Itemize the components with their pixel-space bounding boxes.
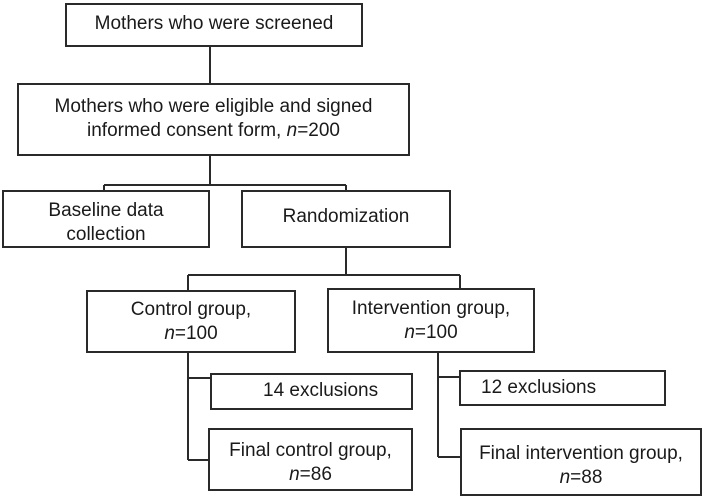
eligible-n-value: =200	[297, 120, 340, 141]
final-intervention-n-value: =88	[570, 467, 603, 488]
final-intervention-n-symbol: n	[559, 467, 571, 488]
final-control-line1: Final control group,	[229, 440, 392, 461]
randomization-box: Randomization	[241, 190, 451, 248]
intervention-line1: Intervention group,	[351, 298, 511, 319]
final-control-box: Final control group, n=86	[208, 428, 413, 491]
baseline-box: Baseline data collection	[2, 190, 210, 248]
control-line1: Control group,	[130, 299, 252, 320]
control-line2: n=100	[88, 322, 294, 346]
control-exclusions-label: 14 exclusions	[263, 380, 379, 401]
baseline-line1: Baseline data	[48, 200, 164, 221]
intervention-n-symbol: n	[404, 322, 415, 343]
final-control-n-value: =86	[299, 464, 332, 485]
intervention-group-box: Intervention group, n=100	[327, 288, 535, 353]
baseline-line2: collection	[66, 224, 146, 245]
eligible-box: Mothers who were eligible and signed inf…	[17, 83, 410, 156]
final-control-n-symbol: n	[289, 464, 300, 485]
randomization-label: Randomization	[282, 206, 410, 227]
control-n-symbol: n	[164, 323, 175, 344]
eligible-line2: informed consent form, n=200	[87, 120, 340, 141]
intervention-exclusions-box: 12 exclusions	[459, 370, 666, 406]
control-n-value: =100	[174, 323, 218, 344]
screened-box: Mothers who were screened	[65, 3, 363, 47]
final-intervention-line1: Final intervention group,	[479, 443, 683, 464]
intervention-n-value: =100	[414, 322, 458, 343]
intervention-line2: n=100	[329, 321, 533, 345]
screened-label: Mothers who were screened	[94, 13, 334, 34]
control-exclusions-box: 14 exclusions	[210, 373, 413, 410]
control-group-box: Control group, n=100	[86, 290, 296, 353]
final-intervention-line2: n=88	[462, 466, 700, 490]
intervention-exclusions-label: 12 exclusions	[481, 377, 597, 398]
final-control-line2: n=86	[210, 463, 411, 487]
eligible-n-symbol: n	[286, 120, 298, 141]
final-intervention-box: Final intervention group, n=88	[460, 428, 702, 496]
eligible-line1: Mothers who were eligible and signed	[54, 96, 373, 117]
